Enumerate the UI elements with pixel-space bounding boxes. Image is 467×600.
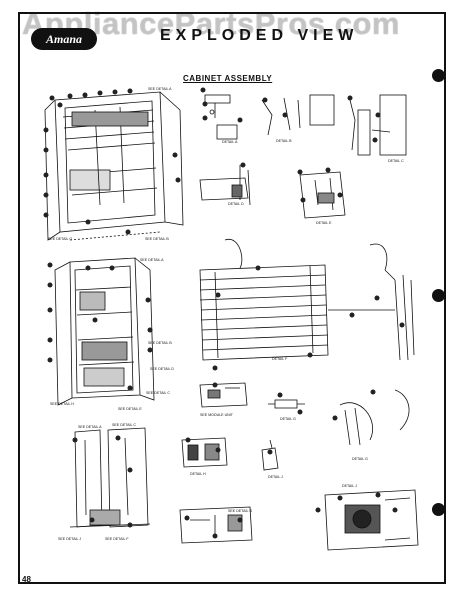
- detail-labels: SEE DETAIL A DETAIL A DETAIL B DETAIL C …: [48, 87, 404, 541]
- label-see-detail-g: SEE DETAIL G: [48, 237, 72, 241]
- detail-g-parts: [339, 389, 410, 446]
- label-detail-g: DETAIL G: [352, 457, 368, 461]
- label-see-detail-c: SEE DETAIL C: [146, 391, 170, 395]
- detail-c-parts: [349, 94, 407, 156]
- label-see-detail-a-2: SEE DETAIL A: [140, 258, 164, 262]
- label-detail-j: DETAIL J: [342, 484, 357, 488]
- label-see-detail-a: SEE DETAIL A: [148, 87, 172, 91]
- cabinet-interior-view: [54, 257, 155, 406]
- part-callouts: [43, 87, 405, 539]
- cabinet-front-view: [44, 91, 184, 241]
- label-see-detail-a-3: SEE DETAIL A: [78, 425, 102, 429]
- doors-exploded: [69, 427, 151, 528]
- module-unit: [199, 382, 248, 408]
- label-detail-e: DETAIL E: [316, 221, 332, 225]
- page-title: EXPLODED VIEW: [160, 27, 359, 44]
- detail-b-parts: [261, 94, 335, 136]
- detail-d-parts: [199, 165, 251, 206]
- label-see-detail-b: SEE DETAIL B: [145, 237, 169, 241]
- refrigerant-tubing: [369, 243, 415, 361]
- binder-hole-middle: [432, 289, 445, 302]
- label-see-detail-f: SEE DETAIL F: [105, 537, 129, 541]
- label-detail-d: DETAIL D: [228, 202, 244, 206]
- label-detail-j-small: DETAIL J: [268, 475, 283, 479]
- label-see-detail-h: SEE DETAIL H: [50, 402, 74, 406]
- detail-h-parts: [181, 437, 228, 468]
- brand-logo: Amana: [31, 28, 97, 50]
- detail-j-compressor: [324, 489, 419, 551]
- binder-hole-bottom: [432, 503, 445, 516]
- label-detail-h: DETAIL H: [190, 472, 206, 476]
- condenser-coil: [199, 239, 395, 361]
- detail-f-parts: [268, 399, 305, 409]
- detail-a-parts: [204, 94, 238, 140]
- detail-e-parts: [299, 171, 346, 219]
- page-number: 48: [22, 575, 31, 584]
- section-title: CABINET ASSEMBLY: [183, 74, 273, 83]
- label-detail-g-small: DETAIL G: [280, 417, 296, 421]
- label-detail-c: DETAIL C: [388, 159, 404, 163]
- label-detail-b: DETAIL B: [276, 139, 292, 143]
- detail-j-small: [261, 439, 279, 471]
- label-see-detail-b-2: SEE DETAIL B: [148, 341, 172, 345]
- label-detail-a: DETAIL A: [222, 140, 238, 144]
- binder-hole-top: [432, 69, 445, 82]
- label-module-unit: SEE MODULE UNIT: [200, 413, 234, 417]
- label-see-detail-g-2: SEE DETAIL G: [228, 509, 252, 513]
- label-see-detail-e: SEE DETAIL E: [118, 407, 142, 411]
- label-see-detail-c-2: SEE DETAIL C: [112, 423, 136, 427]
- label-see-detail-j: SEE DETAIL J: [58, 537, 81, 541]
- label-detail-f: DETAIL F: [272, 357, 288, 361]
- label-see-detail-d: SEE DETAIL D: [150, 367, 174, 371]
- page-border: [18, 12, 446, 584]
